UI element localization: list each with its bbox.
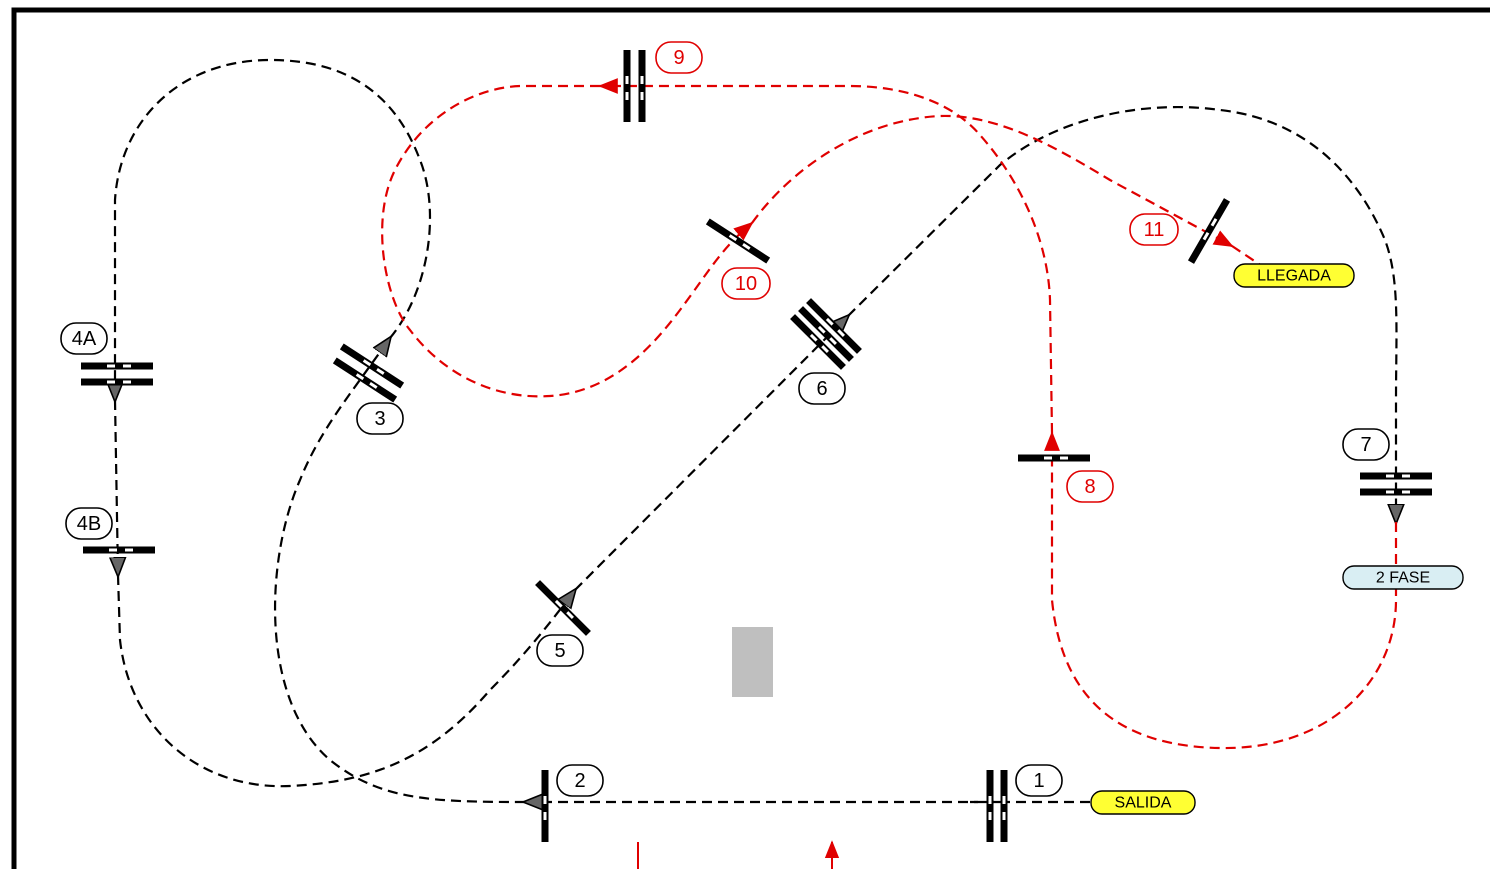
obstacle-10 xyxy=(705,218,771,264)
label-6: 6 xyxy=(798,372,846,405)
obstacle-8 xyxy=(1018,454,1090,462)
obstacle-5 xyxy=(535,580,591,636)
svg-text:9: 9 xyxy=(673,47,684,69)
label-2: 2 xyxy=(556,764,604,797)
label-5: 5 xyxy=(536,634,584,667)
arena-border xyxy=(11,7,1490,869)
label-9: 9 xyxy=(655,41,703,74)
finish-badge: LLEGADA xyxy=(1233,263,1355,288)
svg-text:4A: 4A xyxy=(72,328,97,350)
obstacle-1 xyxy=(986,770,1008,842)
obstacle-6 xyxy=(790,298,862,370)
start-badge: SALIDA xyxy=(1090,790,1196,815)
svg-text:11: 11 xyxy=(1144,219,1165,241)
svg-text:2 FASE: 2 FASE xyxy=(1376,570,1430,587)
svg-text:2: 2 xyxy=(574,770,585,792)
svg-text:LLEGADA: LLEGADA xyxy=(1257,268,1331,285)
obstacle-4b xyxy=(83,546,155,554)
obstacle-3 xyxy=(332,343,405,403)
svg-text:3: 3 xyxy=(374,408,385,430)
arena-block xyxy=(732,627,773,697)
svg-text:8: 8 xyxy=(1084,476,1095,498)
svg-text:SALIDA: SALIDA xyxy=(1115,795,1172,812)
obstacle-4a xyxy=(81,362,153,386)
label-4a: 4A xyxy=(60,322,108,355)
phase2-badge: 2 FASE xyxy=(1342,565,1464,590)
svg-text:5: 5 xyxy=(554,640,565,662)
phase1-path xyxy=(115,58,1396,802)
label-3: 3 xyxy=(356,402,404,435)
label-8: 8 xyxy=(1066,470,1114,503)
label-11: 11 xyxy=(1129,213,1179,246)
svg-text:6: 6 xyxy=(816,378,827,400)
svg-text:4B: 4B xyxy=(77,513,101,535)
obstacle-11 xyxy=(1187,198,1231,264)
label-1: 1 xyxy=(1015,764,1063,797)
svg-text:7: 7 xyxy=(1360,434,1371,456)
label-10: 10 xyxy=(721,267,771,300)
phase2-path xyxy=(381,78,1398,750)
obstacle-2 xyxy=(541,770,549,842)
svg-text:10: 10 xyxy=(735,273,757,295)
label-7: 7 xyxy=(1342,428,1390,461)
label-4b: 4B xyxy=(65,507,113,540)
svg-text:1: 1 xyxy=(1033,770,1044,792)
